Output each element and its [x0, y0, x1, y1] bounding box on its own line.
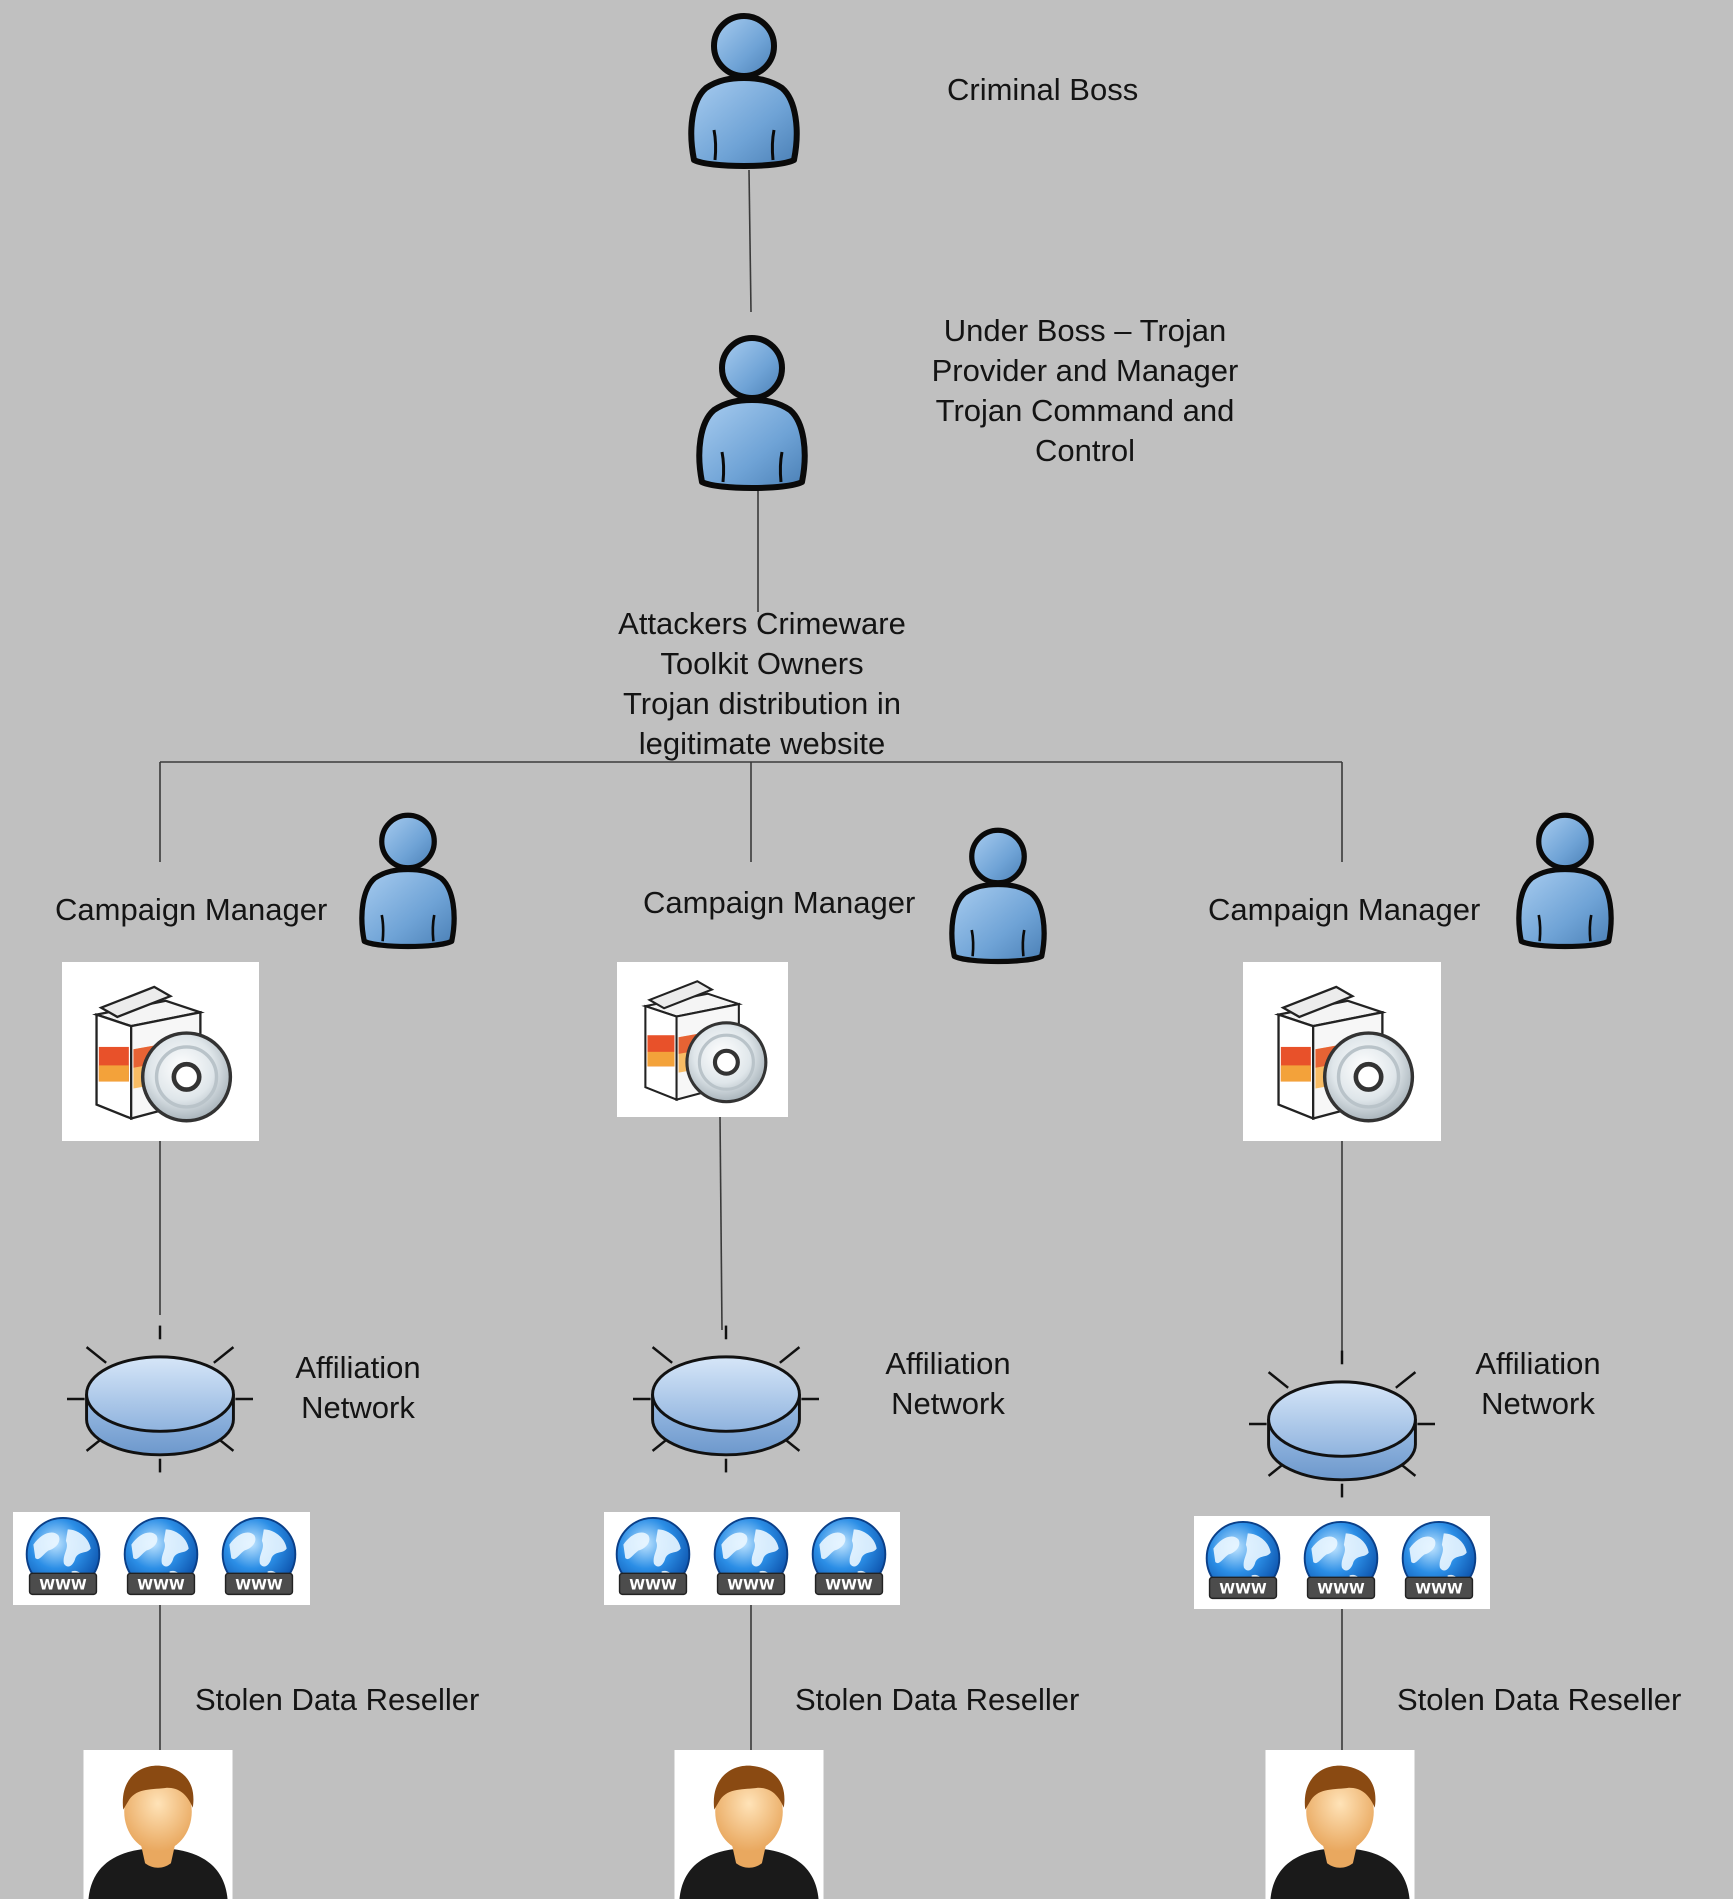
user-avatar-icon: [674, 1750, 824, 1899]
attackers-label: Attackers Crimeware Toolkit Owners Troja…: [582, 604, 942, 764]
user-avatar-icon: [83, 1750, 233, 1899]
under-boss-label-line: Trojan Command and: [935, 393, 1235, 428]
campaign-manager-person-icon: [1519, 815, 1611, 946]
affiliation-network-label: Affiliation Network: [858, 1344, 1038, 1424]
www-globe-icon: [221, 1516, 297, 1596]
affiliation-network-label: Affiliation Network: [268, 1348, 448, 1428]
network-hub-icon: [67, 1325, 253, 1473]
www-globe-icon: [615, 1516, 691, 1596]
www-globe-icon: [1303, 1520, 1379, 1600]
under-boss-label-line: Provider and Manager: [931, 353, 1239, 388]
criminal-boss-label: Criminal Boss: [947, 72, 1139, 107]
campaign-manager-label: Campaign Manager: [643, 885, 916, 920]
attackers-label-line: legitimate website: [638, 726, 886, 761]
campaign-manager-person-icon: [952, 830, 1044, 961]
affiliation-network-label: Affiliation Network: [1448, 1344, 1628, 1424]
campaign-manager-label: Campaign Manager: [55, 892, 328, 927]
www-globe-icon: [25, 1516, 101, 1596]
affiliation-network-label-line: Network: [1481, 1386, 1595, 1421]
under-boss-label-line: Control: [1035, 433, 1135, 468]
www-globe-icon: [1401, 1520, 1477, 1600]
campaign-manager-person-icon: [362, 815, 454, 946]
under-boss-label: Under Boss – Trojan Provider and Manager…: [905, 311, 1265, 471]
stolen-data-reseller-label: Stolen Data Reseller: [195, 1682, 480, 1717]
network-hub-icon: [1249, 1350, 1435, 1498]
affiliation-network-label-line: Network: [301, 1390, 415, 1425]
network-hub-icon: [633, 1325, 819, 1473]
stolen-data-reseller-label: Stolen Data Reseller: [795, 1682, 1080, 1717]
user-avatar-icon: [1265, 1750, 1415, 1899]
under-boss-person-icon: [699, 338, 804, 488]
campaign-manager-label: Campaign Manager: [1208, 892, 1481, 927]
affiliation-network-label-line: Affiliation: [885, 1346, 1011, 1381]
attackers-label-line: Trojan distribution in: [623, 686, 901, 721]
www-globe-icon: [123, 1516, 199, 1596]
www-globe-icon: [811, 1516, 887, 1596]
www-globe-icon: [1205, 1520, 1281, 1600]
www-globe-icon: [713, 1516, 789, 1596]
attackers-label-line: Attackers Crimeware: [618, 606, 906, 641]
stolen-data-reseller-label: Stolen Data Reseller: [1397, 1682, 1682, 1717]
affiliation-network-label-line: Affiliation: [295, 1350, 421, 1385]
connector-boss-underboss: [748, 169, 752, 313]
under-boss-label-line: Under Boss – Trojan: [943, 313, 1227, 348]
affiliation-network-label-line: Affiliation: [1475, 1346, 1601, 1381]
attackers-label-line: Toolkit Owners: [660, 646, 864, 681]
affiliation-network-label-line: Network: [891, 1386, 1005, 1421]
criminal-boss-person-icon: [691, 16, 796, 166]
connector-software-hub-2: [719, 1115, 723, 1331]
